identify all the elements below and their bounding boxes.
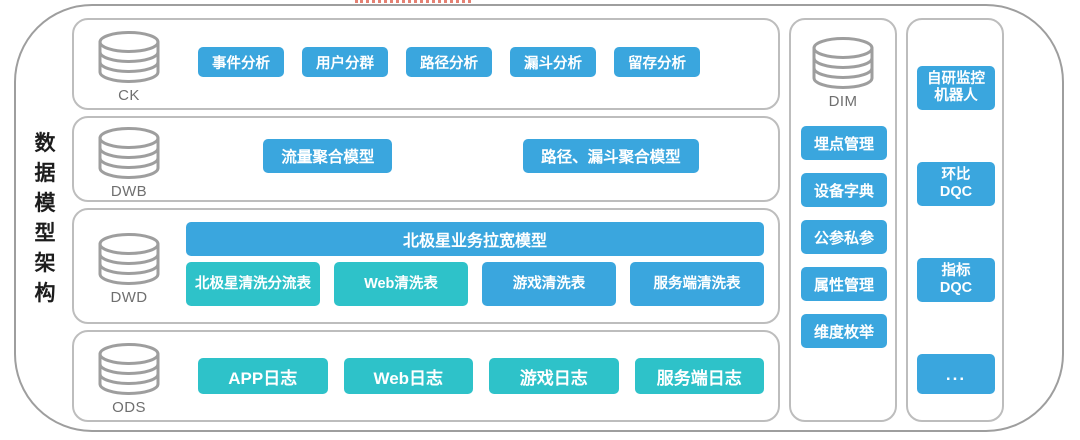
- monitor-chip-group: 自研监控 机器人 环比 DQC 指标 DQC ...: [917, 66, 995, 394]
- top-dotted-marker: [355, 0, 471, 6]
- database-cylinder-icon: [812, 37, 874, 89]
- database-ods: ODS: [92, 342, 166, 416]
- chip-polaris-business-wide-model[interactable]: 北极星业务拉宽模型: [186, 222, 764, 256]
- database-label-ck: CK: [118, 87, 140, 104]
- dwb-chip-group: 流量聚合模型 路径、漏斗聚合模型: [198, 139, 764, 173]
- layer-stack: CK 事件分析 用户分群 路径分析 漏斗分析 留存分析 DWB: [72, 18, 780, 422]
- chip-line-1: 指标: [941, 263, 971, 279]
- database-dwb: DWB: [92, 126, 166, 200]
- ck-chip-group: 事件分析 用户分群 路径分析 漏斗分析 留存分析: [198, 47, 700, 77]
- chip-traffic-aggregate-model[interactable]: 流量聚合模型: [263, 139, 393, 173]
- chip-device-dictionary[interactable]: 设备字典: [801, 173, 887, 207]
- page-title-char-4: 架: [34, 252, 56, 275]
- database-cylinder-icon: [98, 233, 160, 285]
- page-title: 数 据 模 型 架 构: [27, 104, 63, 334]
- chip-metric-dqc[interactable]: 指标 DQC: [917, 258, 995, 302]
- chip-polaris-clean-split-table[interactable]: 北极星清洗分流表: [186, 262, 320, 306]
- chip-line-2: DQC: [939, 184, 973, 200]
- chip-app-log[interactable]: APP日志: [198, 358, 328, 394]
- outer-frame: [14, 4, 1064, 432]
- chip-ring-ratio-dqc[interactable]: 环比 DQC: [917, 162, 995, 206]
- database-dwd: DWD: [92, 232, 166, 306]
- database-cylinder-icon: [98, 343, 160, 395]
- chip-public-private-params[interactable]: 公参私参: [801, 220, 887, 254]
- database-label-ods: ODS: [112, 399, 146, 416]
- database-label-dwb: DWB: [110, 183, 148, 200]
- chip-path-analysis[interactable]: 路径分析: [406, 47, 492, 77]
- dim-chip-group: 埋点管理 设备字典 公参私参 属性管理 维度枚举: [801, 126, 887, 348]
- chip-self-developed-monitor-robot[interactable]: 自研监控 机器人: [917, 66, 995, 110]
- chip-line-1: 自研监控: [927, 71, 985, 87]
- chip-tracking-management[interactable]: 埋点管理: [801, 126, 887, 160]
- dwd-chip-group: 北极星清洗分流表 Web清洗表 游戏清洗表 服务端清洗表: [186, 262, 764, 306]
- chip-path-funnel-aggregate-model[interactable]: 路径、漏斗聚合模型: [523, 139, 699, 173]
- monitor-column: 自研监控 机器人 环比 DQC 指标 DQC ...: [906, 18, 1004, 422]
- chip-retention-analysis[interactable]: 留存分析: [614, 47, 700, 77]
- page-title-char-5: 构: [34, 282, 56, 305]
- chip-game-log[interactable]: 游戏日志: [489, 358, 619, 394]
- chip-dimension-enumeration[interactable]: 维度枚举: [801, 314, 887, 348]
- layer-row-ck: CK 事件分析 用户分群 路径分析 漏斗分析 留存分析: [72, 18, 780, 110]
- chip-user-segmentation[interactable]: 用户分群: [302, 47, 388, 77]
- dim-column: DIM 埋点管理 设备字典 公参私参 属性管理 维度枚举: [789, 18, 897, 422]
- database-dim: DIM: [806, 36, 880, 110]
- chip-more-ellipsis[interactable]: ...: [917, 354, 995, 394]
- chip-server-clean-table[interactable]: 服务端清洗表: [630, 262, 764, 306]
- database-cylinder-icon: [98, 127, 160, 179]
- page-title-char-0: 数: [34, 132, 56, 155]
- chip-line-1: ...: [945, 364, 967, 384]
- layer-row-dwb: DWB 流量聚合模型 路径、漏斗聚合模型: [72, 116, 780, 202]
- database-label-dim: DIM: [828, 93, 858, 110]
- chip-attribute-management[interactable]: 属性管理: [801, 267, 887, 301]
- database-label-dwd: DWD: [110, 289, 148, 306]
- chip-web-clean-table[interactable]: Web清洗表: [334, 262, 468, 306]
- page-title-char-2: 模: [34, 192, 56, 215]
- database-ck: CK: [92, 30, 166, 104]
- chip-event-analysis[interactable]: 事件分析: [198, 47, 284, 77]
- layer-row-ods: ODS APP日志 Web日志 游戏日志 服务端日志: [72, 330, 780, 422]
- page-title-char-1: 据: [34, 162, 56, 185]
- layer-row-dwd: DWD 北极星业务拉宽模型 北极星清洗分流表 Web清洗表 游戏清洗表 服务端清…: [72, 208, 780, 324]
- chip-funnel-analysis[interactable]: 漏斗分析: [510, 47, 596, 77]
- chip-server-log[interactable]: 服务端日志: [634, 358, 764, 394]
- chip-line-2: 机器人: [934, 88, 978, 104]
- chip-web-log[interactable]: Web日志: [343, 358, 473, 394]
- ods-chip-group: APP日志 Web日志 游戏日志 服务端日志: [198, 358, 764, 394]
- database-cylinder-icon: [98, 31, 160, 83]
- chip-game-clean-table[interactable]: 游戏清洗表: [482, 262, 616, 306]
- page-title-char-3: 型: [34, 222, 56, 245]
- chip-line-1: 环比: [941, 167, 971, 183]
- chip-line-2: DQC: [939, 280, 973, 296]
